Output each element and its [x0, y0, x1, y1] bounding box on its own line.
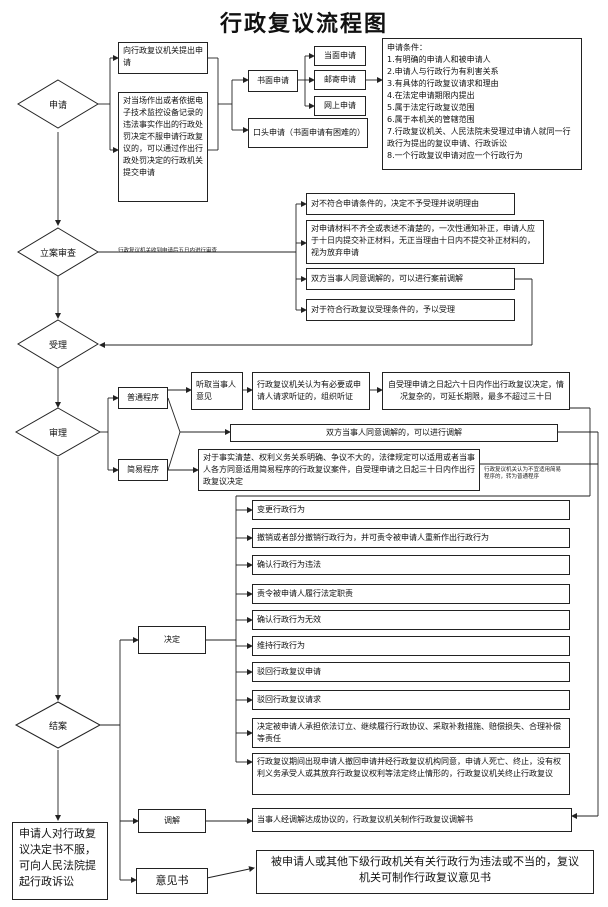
mediation-box: 调解: [138, 809, 206, 833]
stage-filing-label: 立案审查: [39, 249, 76, 259]
condition-item-2: 2.申请人与行政行为有利害关系: [387, 67, 499, 76]
mediation-result-box: 当事人经调解达成协议的，行政复议机关制作行政复议调解书: [252, 808, 572, 832]
switch-procedure-text: 行政复议机关认为不宜适用简易程序的，转为普通程序: [484, 467, 562, 481]
stage-trial-label: 审理: [48, 429, 67, 439]
opinion-letter-desc-box: 被申请人或其他下级行政机关有关行政行为违法或不当的，复议机关可制作行政复议意见书: [256, 850, 594, 894]
decision-item-8: 驳回行政复议请求: [252, 690, 570, 710]
online-application-box: 网上申请: [314, 96, 366, 116]
decision-item-6: 维持行政行为: [252, 636, 570, 656]
filing-pre-mediation-box: 双方当事人同意调解的，可以进行案前调解: [306, 268, 515, 290]
decision-box: 决定: [138, 626, 206, 654]
decision-deadline-box: 自受理申请之日起六十日内作出行政复议决定，情况复杂的，可延长期限，最多不超过三十…: [382, 372, 570, 410]
stage-close-diamond: [14, 701, 102, 749]
written-application-box: 书面申请: [248, 70, 298, 92]
face-to-face-application-box: 当面申请: [314, 46, 366, 66]
opinion-letter-box: 意见书: [136, 868, 208, 894]
stage-apply-diamond: [17, 79, 99, 129]
stage-filing-diamond: [17, 227, 99, 277]
stage-close-label: 结案: [48, 722, 67, 732]
application-conditions-box: 申请条件： 1.有明确的申请人和被申请人 2.申请人与行政行为有利害关系 3.有…: [382, 38, 582, 170]
condition-item-5: 5.属于法定行政复议范围: [387, 103, 475, 112]
page-title: 行政复议流程图: [219, 11, 388, 37]
mail-application-box: 邮寄申请: [314, 70, 366, 90]
hear-opinions-box: 听取当事人意见: [191, 372, 243, 410]
decision-item-5: 确认行政行为无效: [252, 610, 570, 630]
apply-to-agency-box: 向行政复议机关提出申请: [118, 42, 208, 74]
condition-item-8: 8.一个行政复议申请对应一个行政行为: [387, 151, 523, 160]
decision-item-10: 行政复议期间出现申请人撤回申请并经行政复议机构同意，申请人死亡、终止，没有权利义…: [252, 753, 570, 795]
decision-item-1: 变更行政行为: [252, 500, 570, 520]
trial-mediation-box: 双方当事人同意调解的，可以进行调解: [230, 424, 558, 442]
oral-application-box: 口头申请（书面申请有困难的）: [248, 118, 368, 148]
condition-item-4: 4.在法定申请期限内提出: [387, 91, 475, 100]
simple-procedure-desc-box: 对于事实清楚、权利义务关系明确、争议不大的，法律规定可以适用或者当事人各方同意适…: [198, 449, 480, 491]
normal-procedure-box: 普通程序: [118, 387, 168, 409]
hearing-box: 行政复议机关认为有必要或申请人请求听证的，组织听证: [252, 372, 370, 410]
stage-apply-label: 申请: [48, 101, 67, 111]
stage-accept-label: 受理: [48, 341, 67, 351]
decision-item-3: 确认行政行为违法: [252, 555, 570, 575]
stage-accept-diamond: [17, 319, 99, 369]
filing-reject-box: 对不符合申请条件的，决定不予受理并说明理由: [306, 193, 515, 215]
condition-item-3: 3.有具体的行政复议请求和理由: [387, 79, 499, 88]
simple-procedure-box: 简易程序: [118, 459, 168, 481]
filing-review-note: 行政复议机关收到申请后五日内进行审查: [118, 248, 218, 254]
condition-item-1: 1.有明确的申请人和被申请人: [387, 55, 491, 64]
stage-trial-diamond: [14, 407, 102, 457]
filing-accept-box: 对于符合行政复议受理条件的，予以受理: [306, 299, 515, 321]
filing-supplement-box: 对申请材料不齐全或表述不清楚的，一次性通知补正，申请人应于十日内提交补正材料，无…: [306, 220, 544, 264]
decision-item-4: 责令被申请人履行法定职责: [252, 584, 570, 604]
decision-item-9: 决定被申请人承担依法订立、继续履行行政协议、采取补救措施、赔偿损失、合理补偿等责…: [252, 718, 570, 748]
conditions-title: 申请条件：: [387, 43, 427, 52]
administrative-litigation-box: 申请人对行政复议决定书不服，可向人民法院提起行政诉讼: [12, 822, 108, 900]
condition-item-6: 6.属于本机关的管辖范围: [387, 115, 475, 124]
switch-procedure-note: 行政复议机关认为不宜适用简易程序的，转为普通程序: [484, 467, 564, 481]
apply-via-penalty-agency-box: 对当场作出或者依据电子技术监控设备记录的违法事实作出的行政处罚决定不服申请行政复…: [118, 92, 208, 202]
condition-item-7: 7.行政复议机关、人民法院未受理过申请人就同一行政行为提出的复议申请、行政诉讼: [387, 127, 571, 148]
decision-item-7: 驳回行政复议申请: [252, 662, 570, 682]
decision-item-2: 撤销或者部分撤销行政行为，并可责令被申请人重新作出行政行为: [252, 528, 570, 548]
